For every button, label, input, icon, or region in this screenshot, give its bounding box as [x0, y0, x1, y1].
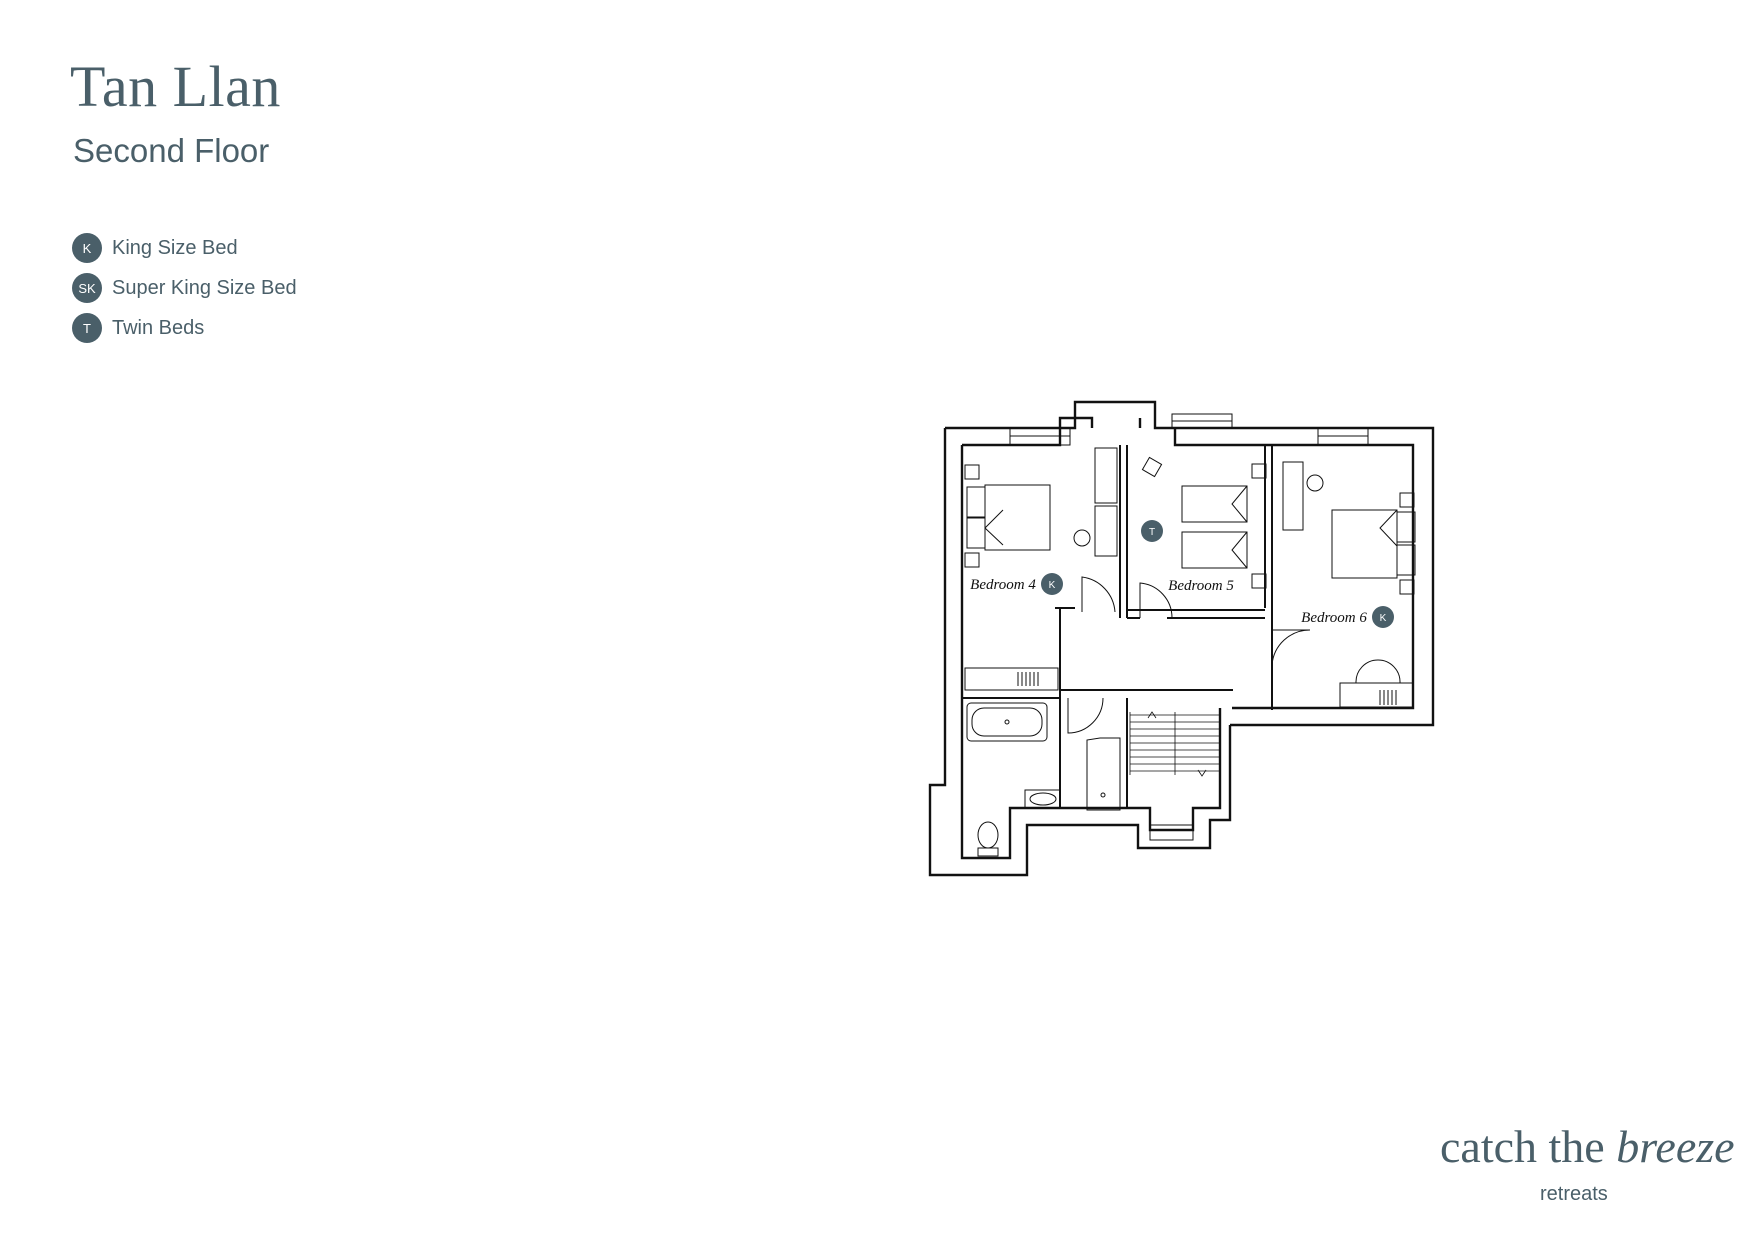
legend-item-super-king: SK Super King Size Bed — [72, 273, 297, 303]
legend-label: King Size Bed — [112, 236, 238, 259]
doors — [1067, 576, 1311, 734]
legend-item-twin: T Twin Beds — [72, 313, 297, 343]
bedroom4-label: Bedroom 4 — [970, 577, 1036, 593]
page-title: Tan Llan — [70, 54, 281, 119]
bed-legend: K King Size Bed SK Super King Size Bed T… — [72, 233, 297, 353]
floor-plan: Bedroom 4 K T Bedroom 5 Bedroom 6 K — [928, 400, 1435, 877]
floor-subtitle: Second Floor — [73, 132, 270, 169]
bedroom6-bed-code: K — [1380, 613, 1387, 624]
logo-wordmark: catch the breeze — [1440, 1120, 1735, 1173]
bedroom6-bed-badge — [1372, 606, 1394, 628]
brand-logo: catch the breeze retreats — [1440, 1120, 1735, 1206]
windows — [1009, 413, 1369, 841]
logo-tagline: retreats — [1540, 1183, 1608, 1205]
interior-walls — [962, 445, 1273, 808]
logo-text-plain: catch the — [1440, 1121, 1617, 1172]
outer-walls — [928, 400, 1435, 877]
twin-bed-badge: T — [72, 313, 102, 343]
bedroom4-bed-badge — [1041, 573, 1063, 595]
bedroom5-furniture — [1141, 456, 1267, 589]
legend-label: Super King Size Bed — [112, 276, 297, 299]
room-labels: Bedroom 4 K T Bedroom 5 Bedroom 6 K — [970, 520, 1394, 628]
bedroom5-bed-badge — [1141, 520, 1163, 542]
bedroom5-bed-code: T — [1149, 527, 1155, 538]
legend-label: Twin Beds — [112, 316, 205, 339]
bedroom6-label: Bedroom 6 — [1301, 610, 1367, 626]
bedroom4-bed-code: K — [1049, 580, 1056, 591]
staircase — [1129, 711, 1220, 777]
logo-text-italic: breeze — [1616, 1121, 1735, 1172]
legend-item-king: K King Size Bed — [72, 233, 297, 263]
bathroom-fixtures — [966, 702, 1121, 857]
bedroom4-furniture — [964, 447, 1118, 691]
bedroom5-label: Bedroom 5 — [1168, 578, 1234, 594]
bedroom6-furniture — [1282, 461, 1416, 708]
super-king-bed-badge: SK — [72, 273, 102, 303]
king-bed-badge: K — [72, 233, 102, 263]
